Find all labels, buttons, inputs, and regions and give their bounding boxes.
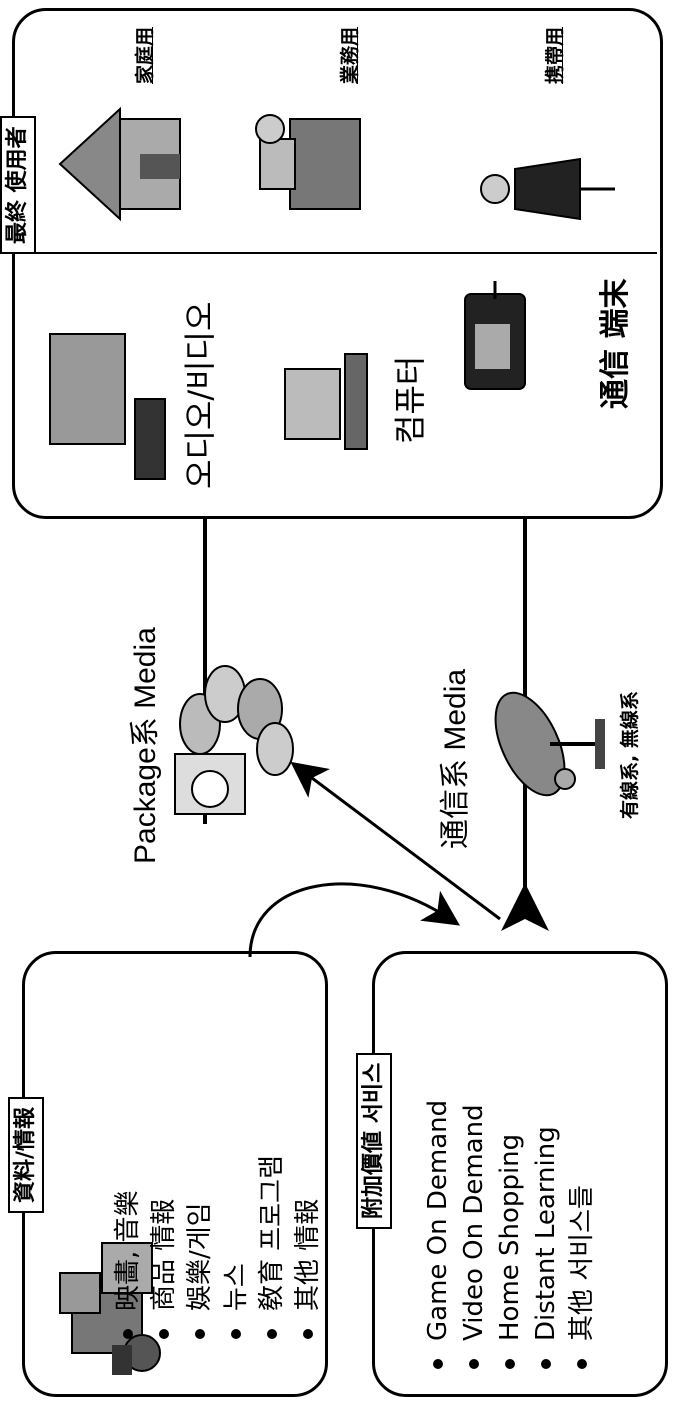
disc-package-icon (174, 665, 294, 815)
office-worker-icon (255, 114, 361, 210)
end-user-divider (15, 252, 657, 254)
package-route-label: Package系 Media (129, 627, 162, 864)
device-label-av: 오디오/비디오 (181, 301, 219, 489)
curved-arrow (248, 882, 460, 958)
user-label-business: 業務用 (339, 26, 361, 84)
user-label-portable: 携帶用 (544, 26, 566, 84)
portable-user-icon (480, 157, 615, 221)
comm-route-label: 通信系 Media (439, 668, 472, 849)
device-label-computer: 컴퓨터 (391, 355, 429, 444)
comm-route-sublabel: 有線系, 無線系 (619, 691, 641, 819)
computer-icon (284, 353, 368, 450)
end-user-box-title: 最終 使用者 (0, 116, 36, 254)
house-icon (58, 106, 181, 222)
tv-av-icon (49, 333, 166, 480)
diagonal-arrow (290, 761, 501, 921)
user-label-home: 家庭用 (134, 26, 156, 84)
phone-icon (464, 281, 526, 390)
device-label-terminal: 通信 端末 (598, 278, 633, 409)
film-media-icon (59, 1242, 161, 1375)
satellite-dish-icon (494, 691, 605, 797)
